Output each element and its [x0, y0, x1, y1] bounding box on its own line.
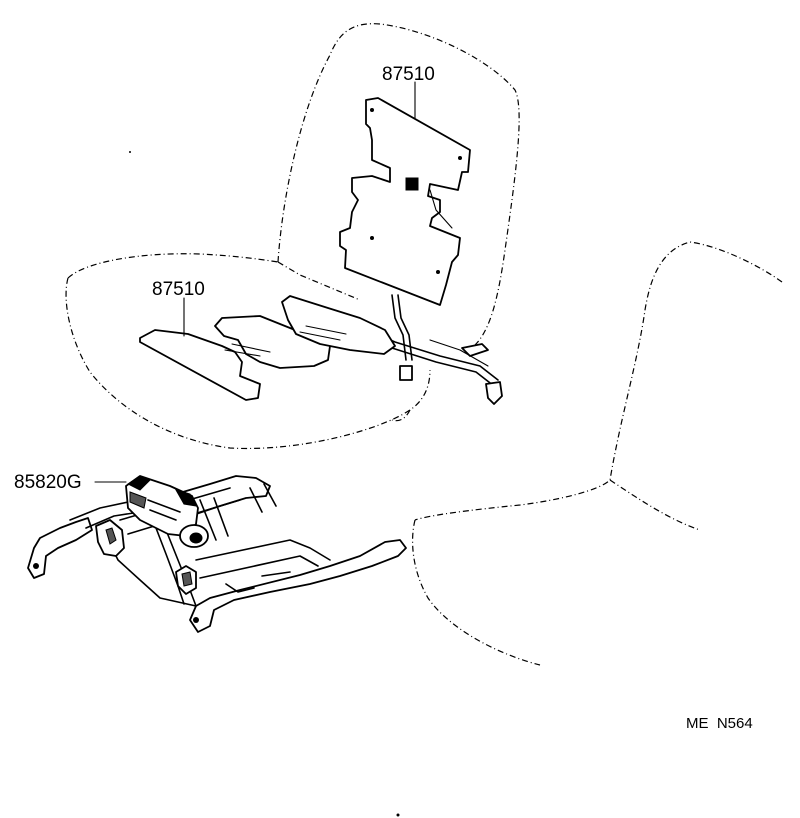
part-label-seatback-heater: 87510: [382, 64, 435, 85]
seat-cushion-outline: [65, 253, 431, 450]
seatback-outline: [277, 23, 520, 346]
scan-dot: [129, 151, 131, 153]
diagram-code: ME N564: [686, 715, 753, 732]
leader-lines: [94, 81, 416, 483]
scan-dot: [396, 813, 400, 817]
part-label-cushion-heater: 87510: [152, 279, 205, 300]
rear-seat-outline: [411, 241, 783, 666]
part-label-motor: 85820G: [14, 472, 82, 493]
seat-adjust-motor: [125, 475, 209, 548]
seat-track-frame: [27, 475, 407, 633]
cushion-heater-element: [139, 295, 396, 401]
seatback-heater-element: [339, 97, 471, 306]
